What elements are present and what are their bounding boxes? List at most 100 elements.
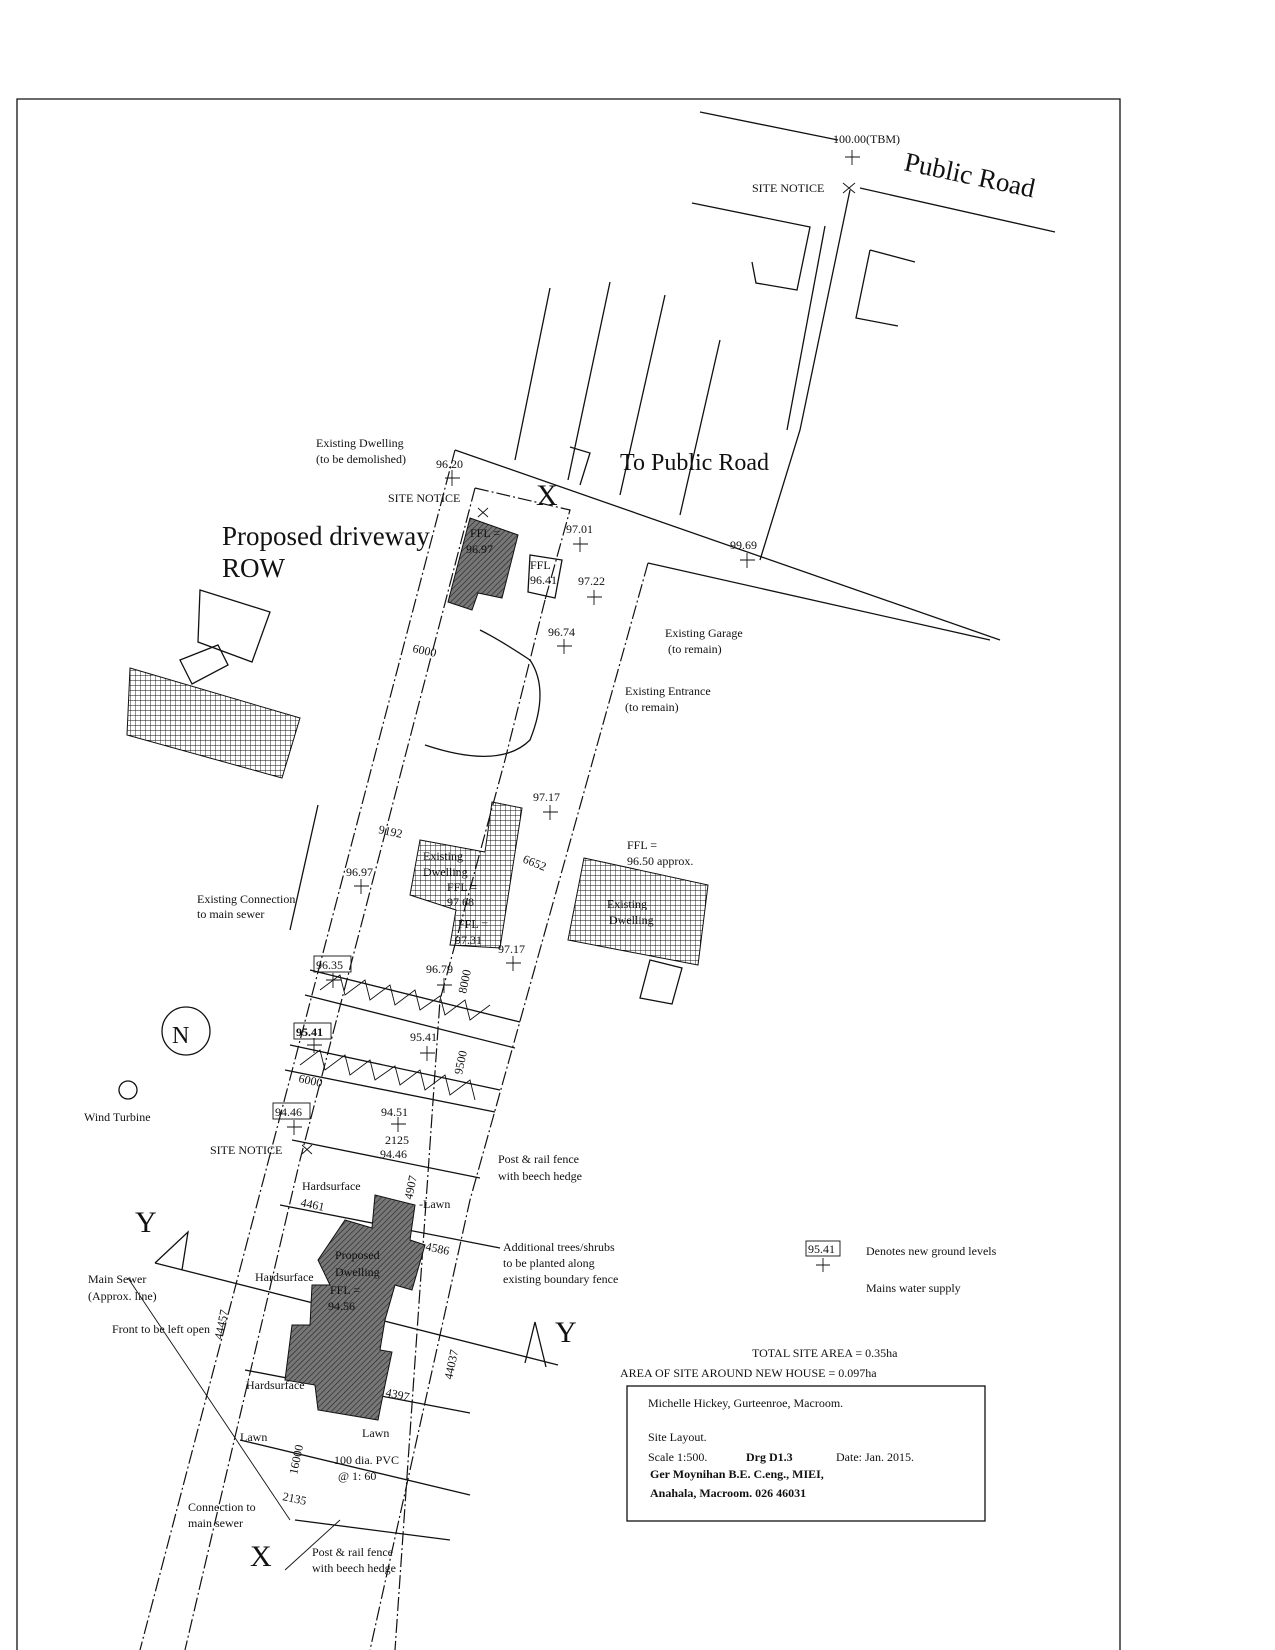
dimension-label: 44037 <box>441 1348 461 1380</box>
hardsurface-label: Hardsurface <box>255 1270 314 1284</box>
boxed-level-frames <box>272 955 841 1272</box>
existing-dwelling-mid-label: Existing <box>423 849 463 863</box>
ffl-value: 97.31 <box>455 933 482 947</box>
boxed-level: 94.46 <box>275 1105 302 1119</box>
dimension-label: 2135 <box>281 1489 307 1508</box>
ffl-value: 94.56 <box>328 1299 355 1313</box>
drawing-number: Drg D1.3 <box>746 1450 793 1464</box>
legend-new-ground-levels: Denotes new ground levels <box>866 1244 997 1258</box>
neighbour-dwelling-shape <box>567 857 709 966</box>
public-road-label: Public Road <box>902 147 1039 204</box>
boxed-level: 95.41 <box>296 1025 323 1039</box>
wind-turbine-icon <box>118 1080 138 1100</box>
neighbour-dwelling-label-2: Dwelling <box>609 913 654 927</box>
dimension-label: 44457 <box>211 1308 231 1340</box>
pvc-label: 100 dia. PVC <box>334 1453 399 1467</box>
level-label: 95.41 <box>410 1030 437 1044</box>
existing-dwelling-mid-shape <box>409 801 523 949</box>
level-label: 97.22 <box>578 574 605 588</box>
fence-bottom-label: Post & rail fence <box>312 1545 393 1559</box>
level-markers <box>287 150 860 1155</box>
ffl-label: FFL = <box>458 917 488 931</box>
north-arrow-icon: N <box>161 1006 211 1056</box>
legend-mains-water: Mains water supply <box>866 1281 961 1295</box>
section-mark-x-top: X <box>536 479 558 512</box>
existing-dwelling-label-2: (to be demolished) <box>316 452 406 466</box>
hedge-strips <box>284 969 521 1113</box>
proposed-dwelling-shape <box>284 1194 426 1421</box>
public-road <box>691 111 1056 561</box>
ffl-label: FFL = <box>447 880 477 894</box>
boxed-level: 96.35 <box>316 958 343 972</box>
existing-garage-shape <box>527 554 563 599</box>
house-site-area: AREA OF SITE AROUND NEW HOUSE = 0.097ha <box>620 1366 877 1380</box>
trees-label-3: existing boundary fence <box>503 1272 618 1286</box>
site-notice-mid: SITE NOTICE <box>388 491 460 505</box>
dimension-label: 2125 <box>385 1133 409 1147</box>
engineer-name: Ger Moynihan B.E. C.eng., MIEI, <box>650 1467 824 1481</box>
drawing-title: Site Layout. <box>648 1430 707 1444</box>
driveway-label-2: ROW <box>222 553 286 583</box>
ffl-value: 97.68 <box>447 895 474 909</box>
level-label: 99.69 <box>730 538 757 552</box>
main-sewer-label: Main Sewer <box>88 1272 146 1286</box>
section-mark-y-left: Y <box>135 1206 157 1239</box>
level-label: 97.17 <box>498 942 525 956</box>
hardsurface-label: Hardsurface <box>302 1179 361 1193</box>
sheet-border <box>16 98 1121 1650</box>
north-label: N <box>172 1023 189 1049</box>
existing-dwelling-mid-label-2: Dwelling <box>423 865 468 879</box>
to-public-road-label: To Public Road <box>620 450 769 476</box>
dimension-label: 16000 <box>286 1443 306 1475</box>
existing-connection-label-2: to main sewer <box>197 907 264 921</box>
level-label: 96.97 <box>346 865 373 879</box>
dimension-label: 9192 <box>377 822 403 841</box>
ffl-label: FFL = <box>330 1283 360 1297</box>
section-mark-y-right: Y <box>555 1316 577 1349</box>
garage-ffl-label: FFL <box>530 558 551 572</box>
trees-label: Additional trees/shrubs <box>503 1240 615 1254</box>
total-site-area: TOTAL SITE AREA = 0.35ha <box>752 1346 898 1360</box>
ffl-label: FFL = <box>470 526 500 540</box>
dimension-label: 4461 <box>299 1195 325 1214</box>
dimension-label: 6000 <box>297 1071 323 1090</box>
existing-dwelling-label: Existing Dwelling <box>316 436 404 450</box>
dimension-label: 9500 <box>451 1049 470 1075</box>
main-sewer-label-2: (Approx. line) <box>88 1289 157 1303</box>
lawn-label: -Lawn <box>419 1197 450 1211</box>
drawing-date: Date: Jan. 2015. <box>836 1450 914 1464</box>
garage-label: Existing Garage <box>665 626 743 640</box>
site-notice-top: SITE NOTICE <box>752 181 824 195</box>
driveway-label: Proposed driveway <box>222 521 430 551</box>
dimension-label: 6652 <box>521 852 548 874</box>
buildings <box>126 517 709 1421</box>
ffl-value: 96.97 <box>466 542 493 556</box>
client-name: Michelle Hickey, Gurteenroe, Macroom. <box>648 1396 843 1410</box>
tbm-label: 100.00(TBM) <box>833 132 900 146</box>
existing-dwelling-demolished-shape <box>447 517 519 611</box>
dimension-label: 6000 <box>411 641 437 660</box>
garage-label-2: (to remain) <box>668 642 722 656</box>
fence-top-label-2: with beech hedge <box>498 1169 582 1183</box>
proposed-dwelling-label: Proposed <box>335 1248 380 1262</box>
entrance-label: Existing Entrance <box>625 684 711 698</box>
entrance-label-2: (to remain) <box>625 700 679 714</box>
level-label: 96.79 <box>426 962 453 976</box>
title-block <box>626 1385 986 1522</box>
neighbour-dwelling-label: Existing <box>607 897 647 911</box>
neighbour-ffl-label: FFL = <box>627 838 657 852</box>
pvc-label-2: @ 1: 60 <box>338 1469 376 1483</box>
existing-connection-label: Existing Connection <box>197 892 295 906</box>
trees-label-2: to be planted along <box>503 1256 595 1270</box>
site-notice-low: SITE NOTICE <box>210 1143 282 1157</box>
dimension-label: 4907 <box>401 1174 420 1200</box>
connection-label-2: main sewer <box>188 1516 243 1530</box>
garage-ffl-value: 96.41 <box>530 573 557 587</box>
level-label: 97.01 <box>566 522 593 536</box>
legend-level-sample: 95.41 <box>808 1242 835 1256</box>
dimension-label: 4586 <box>424 1239 450 1258</box>
hardsurface-label: Hardsurface <box>246 1378 305 1392</box>
connection-label: Connection to <box>188 1500 256 1514</box>
fence-bottom-label-2: with beech hedge <box>312 1561 396 1575</box>
